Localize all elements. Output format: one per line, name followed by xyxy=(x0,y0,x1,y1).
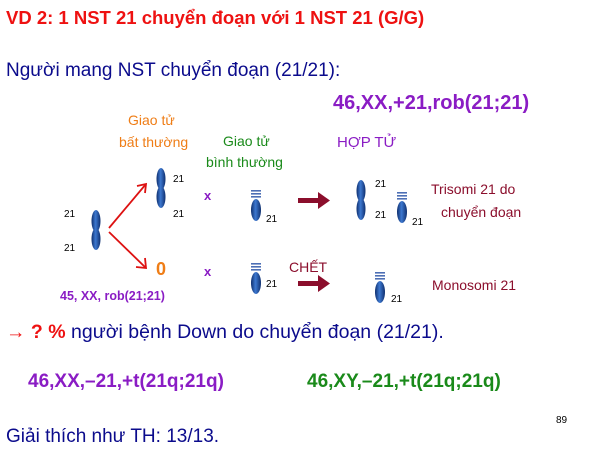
abnormal-gamete-chromosome-icon xyxy=(156,168,166,208)
abnormal-label-21-top: 21 xyxy=(173,174,185,185)
cross-symbol-bottom: x xyxy=(204,264,212,279)
monosomy-label: Monosomi 21 xyxy=(432,277,517,293)
arrow-to-death-icon xyxy=(298,275,330,292)
karyotype-top: 46,XX,+21,rob(21;21) xyxy=(333,92,530,114)
abnormal-label-21-bottom: 21 xyxy=(173,209,185,220)
carrier-label-21-top: 21 xyxy=(64,209,76,220)
carrier-karyotype: 45, XX, rob(21;21) xyxy=(60,289,165,303)
normal-gamete-label-1: Giao tử xyxy=(223,133,270,149)
slide-subtitle: Người mang NST chuyển đoạn (21/21): xyxy=(6,60,341,81)
trisomy-label-1: Trisomi 21 do xyxy=(431,181,516,197)
abnormal-gamete-label-1: Giao tử xyxy=(128,112,175,128)
slide-title: VD 2: 1 NST 21 chuyển đoạn với 1 NST 21 … xyxy=(6,7,425,28)
result-text: người bệnh Down do chuyển đoạn (21/21). xyxy=(71,321,444,343)
normal-gamete-chromosome-2-icon xyxy=(251,263,261,294)
zygote-label-21-b: 21 xyxy=(375,210,387,221)
normal-label-21-bottom: 21 xyxy=(266,279,278,290)
zero-gamete: 0 xyxy=(156,259,167,279)
zygote-label: HỢP TỬ xyxy=(337,134,397,151)
carrier-chromosome-icon xyxy=(91,210,101,250)
trisomy-label-2: chuyển đoạn xyxy=(441,204,522,220)
monosomy-chromosome-icon xyxy=(375,272,385,303)
cross-symbol-top: x xyxy=(204,188,212,203)
result-highlight: ? % xyxy=(30,321,66,343)
result-arrow-icon: → xyxy=(6,321,26,343)
dead-label: CHẾT xyxy=(289,259,328,275)
formula-female: 46,XX,–21,+t(21q;21q) xyxy=(28,371,224,392)
branch-arrows-icon xyxy=(108,182,148,270)
monosomy-label-21: 21 xyxy=(391,294,403,305)
formula-male: 46,XY,–21,+t(21q;21q) xyxy=(307,371,501,392)
zygote-translocation-chromosome-icon xyxy=(356,180,366,220)
zygote-label-21-c: 21 xyxy=(412,217,424,228)
result-line: → ? % người bệnh Down do chuyển đoạn (21… xyxy=(6,321,444,344)
page-number: 89 xyxy=(556,415,568,426)
normal-gamete-label-2: bình thường xyxy=(206,154,283,170)
abnormal-gamete-label-2: bất thường xyxy=(119,134,189,150)
carrier-label-21-bottom: 21 xyxy=(64,243,76,254)
arrow-to-zygote-icon xyxy=(298,192,330,209)
normal-label-21-top: 21 xyxy=(266,214,278,225)
zygote-normal-chromosome-icon xyxy=(397,192,407,223)
normal-gamete-chromosome-icon xyxy=(251,190,261,221)
translocation-diagram: Giao tử bất thường Giao tử bình thường H… xyxy=(50,98,560,314)
zygote-label-21-a: 21 xyxy=(375,179,387,190)
diagram-graphics xyxy=(91,168,407,303)
explanation-text: Giải thích như TH: 13/13. xyxy=(6,426,220,447)
